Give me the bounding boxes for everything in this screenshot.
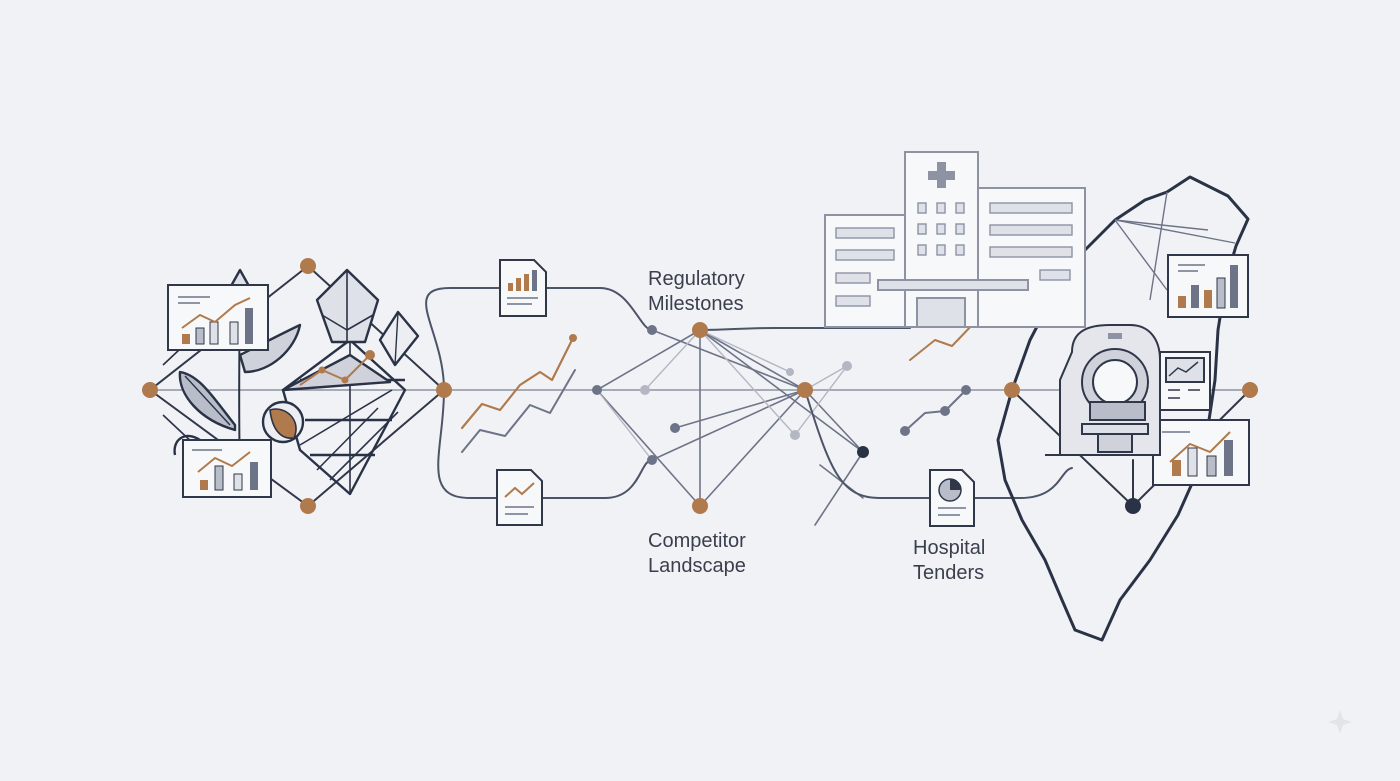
chart-card-icon [1152,419,1250,486]
sparkle-icon [1328,710,1352,734]
leaf-icon [162,268,420,496]
accent-nodes [142,258,1258,514]
label-hospital-line2: Tenders [913,562,984,584]
node [300,498,316,514]
node [900,426,910,436]
node [1125,498,1141,514]
label-competitor-line2: Landscape [648,555,746,577]
label-regulatory-line2: Milestones [648,293,744,315]
node [300,258,316,274]
node [786,368,794,376]
node [647,325,657,335]
node [797,382,813,398]
document-icon [929,469,975,527]
hospital-building-icon [824,151,1086,328]
document-icon [499,259,547,317]
chart-card-icon [167,284,269,351]
node [790,430,800,440]
node [436,382,452,398]
medical-cross-icon [928,162,955,188]
node [857,446,869,458]
grey-nodes [592,325,971,465]
chart-card-icon [1167,254,1249,318]
node [940,406,950,416]
document-icon [496,469,543,526]
node [670,423,680,433]
node [842,361,852,371]
label-hospital-line1: Hospital [913,537,985,559]
node [592,385,602,395]
monitor-icon [1159,351,1211,411]
node [692,322,708,338]
label-regulatory-line1: Regulatory [648,268,745,290]
mri-scanner-icon [1045,324,1161,456]
label-competitor-line1: Competitor [648,530,746,552]
node [961,385,971,395]
node [647,455,657,465]
node [142,382,158,398]
node [1242,382,1258,398]
node [1004,382,1020,398]
node [365,350,375,360]
dark-nodes [857,446,1141,514]
light-nodes [640,361,852,440]
chart-card-icon [182,439,272,498]
node [692,498,708,514]
node [640,385,650,395]
